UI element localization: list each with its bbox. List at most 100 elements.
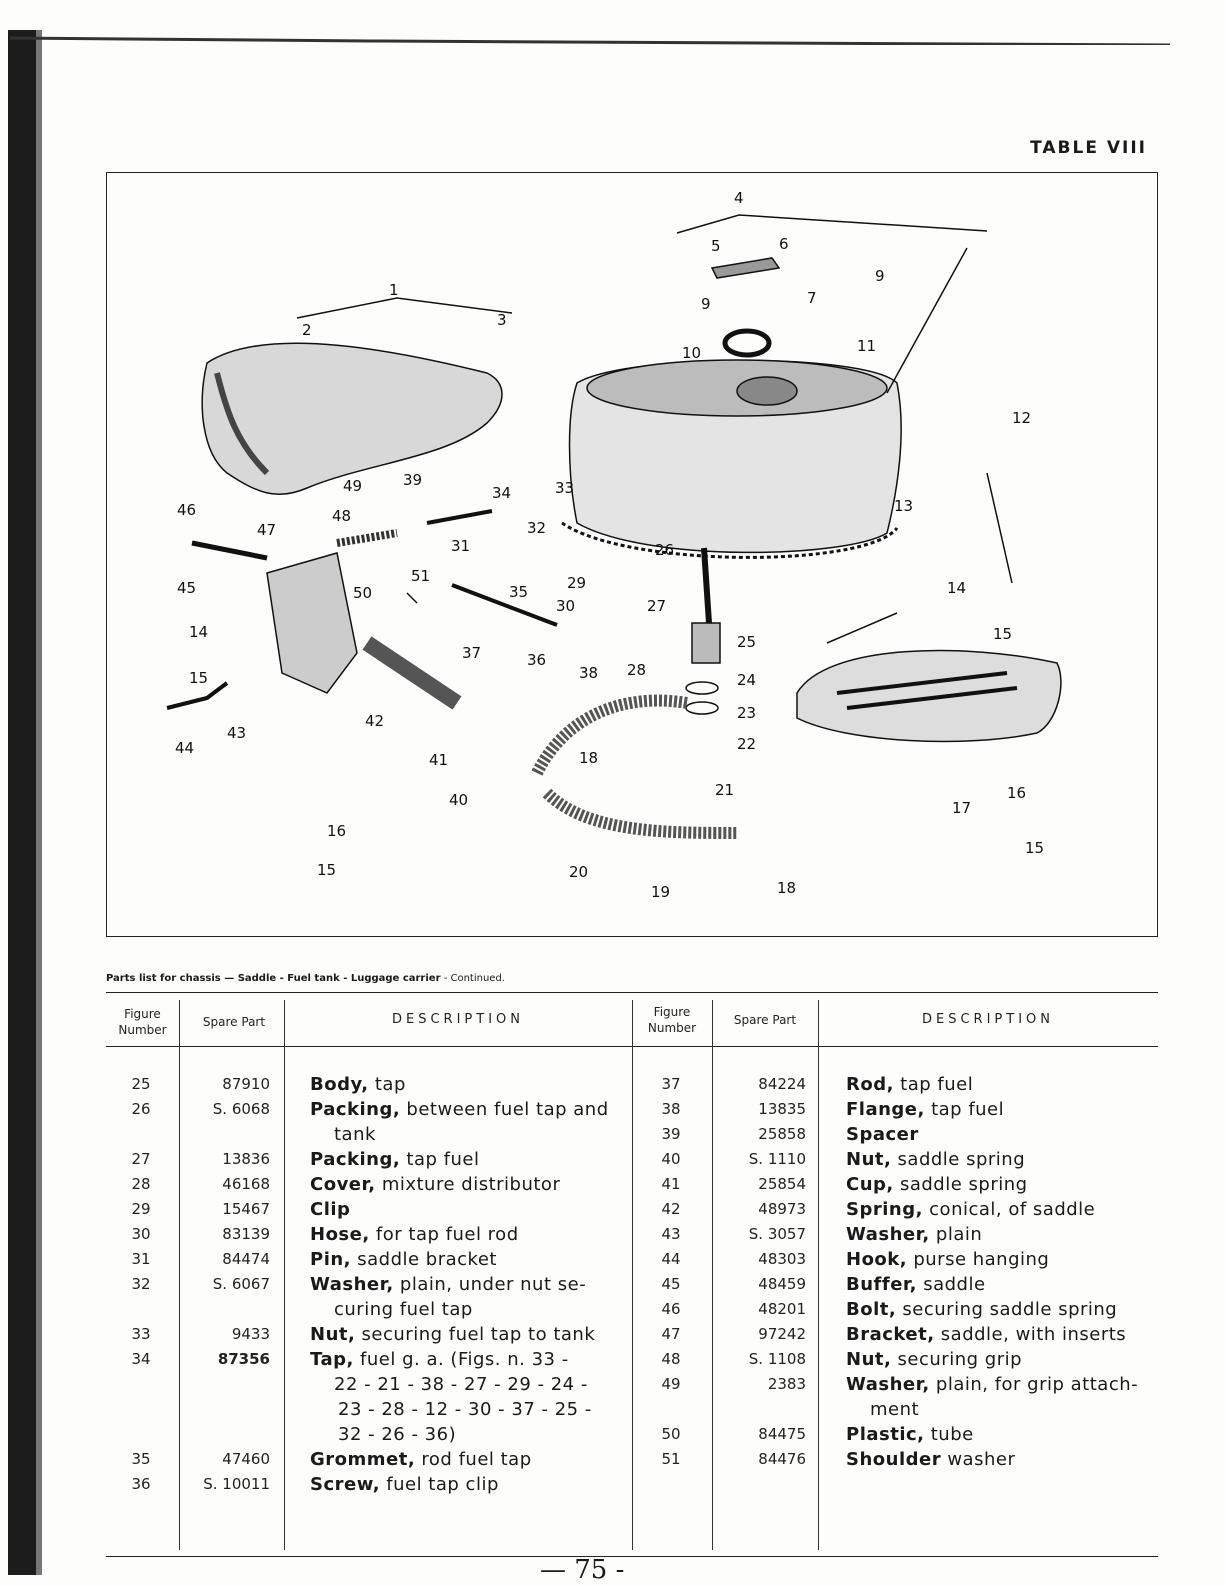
description-keyword: Cup, (846, 1174, 894, 1195)
description-text: saddle, with inserts (934, 1324, 1127, 1345)
description-cell: Washer, plain, under nut se- (310, 1272, 586, 1297)
description-cell: Bolt, securing saddle spring (846, 1297, 1117, 1322)
figure-callouts: 4 5 6 9 9 7 11 10 1 2 3 12 13 34 33 32 2… (175, 189, 1044, 901)
description-text: tap (368, 1074, 406, 1095)
callout-42: 42 (365, 712, 384, 730)
description-keyword: Hose, (310, 1224, 370, 1245)
spare-part-cell: S. 1110 (748, 1150, 806, 1168)
callout-33: 33 (555, 479, 574, 497)
spare-part-cell: 87910 (222, 1075, 270, 1093)
callout-4: 4 (734, 189, 744, 207)
callout-28: 28 (627, 661, 646, 679)
description-text: securing fuel tap to tank (355, 1324, 596, 1345)
figure-number-cell: 34 (131, 1350, 151, 1368)
figure-number-cell: 37 (661, 1075, 681, 1093)
description-text: for tap fuel rod (369, 1224, 519, 1245)
figure-number-cell: 43 (661, 1225, 681, 1243)
callout-7: 7 (807, 289, 817, 307)
callout-50: 50 (353, 584, 372, 602)
figure-number-cell: 38 (661, 1100, 681, 1118)
page-number: — 75 - (540, 1555, 625, 1585)
spare-part-cell: 13835 (758, 1100, 806, 1118)
callout-51: 51 (411, 567, 430, 585)
spare-part-cell: 48303 (758, 1250, 806, 1268)
callout-3: 3 (497, 311, 507, 329)
description-keyword: Flange, (846, 1099, 925, 1120)
spare-part-cell: 9433 (231, 1325, 270, 1343)
figure-number-cell: 31 (131, 1250, 151, 1268)
description-text: washer (941, 1449, 1016, 1470)
callout-26: 26 (655, 541, 674, 559)
callout-6: 6 (779, 235, 789, 253)
fuel-hose-drawing (531, 694, 688, 776)
figure-number-cell: 48 (661, 1350, 681, 1368)
description-text: between fuel tap and (400, 1099, 609, 1120)
description-text: purse hanging (907, 1249, 1050, 1270)
callout-49: 49 (343, 477, 362, 495)
caption-continued: - Continued. (440, 973, 505, 984)
spare-part-cell: 15467 (222, 1200, 270, 1218)
callout-20: 20 (569, 863, 588, 881)
description-keyword: Nut, (310, 1324, 356, 1345)
callout-47: 47 (257, 521, 276, 539)
col-divider (712, 1000, 713, 1550)
description-text: fuel tap clip (380, 1474, 499, 1495)
callout-14b: 14 (189, 623, 208, 641)
description-cell: Packing, between fuel tap and (310, 1097, 609, 1122)
description-cell: Buffer, saddle (846, 1272, 986, 1297)
description-cell: Body, tap (310, 1072, 406, 1097)
callout-34: 34 (492, 484, 511, 502)
description-continuation: 22 - 21 - 38 - 27 - 29 - 24 - (334, 1374, 588, 1395)
description-text: conical, of saddle (922, 1199, 1096, 1220)
description-text: securing saddle spring (896, 1299, 1118, 1320)
description-continuation: tank (334, 1124, 376, 1145)
figure-number-cell: 49 (661, 1375, 681, 1393)
callout-2: 2 (302, 321, 312, 339)
saddle-spring-drawing (362, 636, 462, 710)
luggage-carrier-drawing (796, 649, 1062, 743)
figure-number-cell: 35 (131, 1450, 151, 1468)
table-top-rule (106, 992, 1158, 993)
header-spare-part-right: Spare Part (733, 1013, 797, 1027)
spare-part-cell: 48201 (758, 1300, 806, 1318)
description-cell: Spring, conical, of saddle (846, 1197, 1095, 1222)
figure-number-cell: 30 (131, 1225, 151, 1243)
callout-24: 24 (737, 671, 756, 689)
table-title: TABLE VIII (1030, 138, 1147, 158)
callout-13: 13 (894, 497, 913, 515)
figure-number-cell: 45 (661, 1275, 681, 1293)
description-keyword: Washer, (310, 1274, 394, 1295)
figure-number-cell: 51 (661, 1450, 681, 1468)
spare-part-cell: 47460 (222, 1450, 270, 1468)
description-text: tube (924, 1424, 974, 1445)
callout-18a: 18 (579, 749, 598, 767)
description-keyword: Washer, (846, 1374, 930, 1395)
callout-1: 1 (389, 281, 399, 299)
callout-22: 22 (737, 735, 756, 753)
description-cell: Pin, saddle bracket (310, 1247, 497, 1272)
description-keyword: Packing, (310, 1099, 401, 1120)
callout-18b: 18 (777, 879, 796, 897)
description-cell: Washer, plain, for grip attach- (846, 1372, 1138, 1397)
description-text: tap fuel (400, 1149, 480, 1170)
spare-part-cell: S. 10011 (203, 1475, 270, 1493)
figure-number-cell: 40 (661, 1150, 681, 1168)
callout-45: 45 (177, 579, 196, 597)
callout-15d: 15 (317, 861, 336, 879)
description-text: saddle bracket (351, 1249, 497, 1270)
figure-number-cell: 36 (131, 1475, 151, 1493)
description-keyword: Washer, (846, 1224, 930, 1245)
description-text: plain, for grip attach- (929, 1374, 1139, 1395)
figure-number-cell: 39 (661, 1125, 681, 1143)
description-text: saddle (916, 1274, 986, 1295)
description-keyword: Nut, (846, 1149, 892, 1170)
figure-number-cell: 32 (131, 1275, 151, 1293)
callout-19: 19 (651, 883, 670, 901)
description-cell: Hose, for tap fuel rod (310, 1222, 519, 1247)
callout-9a: 9 (875, 267, 885, 285)
description-cell: Grommet, rod fuel tap (310, 1447, 532, 1472)
description-cell: Rod, tap fuel (846, 1072, 973, 1097)
spare-part-cell: 87356 (217, 1350, 270, 1368)
caption-main: Parts list for chassis — Saddle - Fuel t… (106, 973, 441, 984)
